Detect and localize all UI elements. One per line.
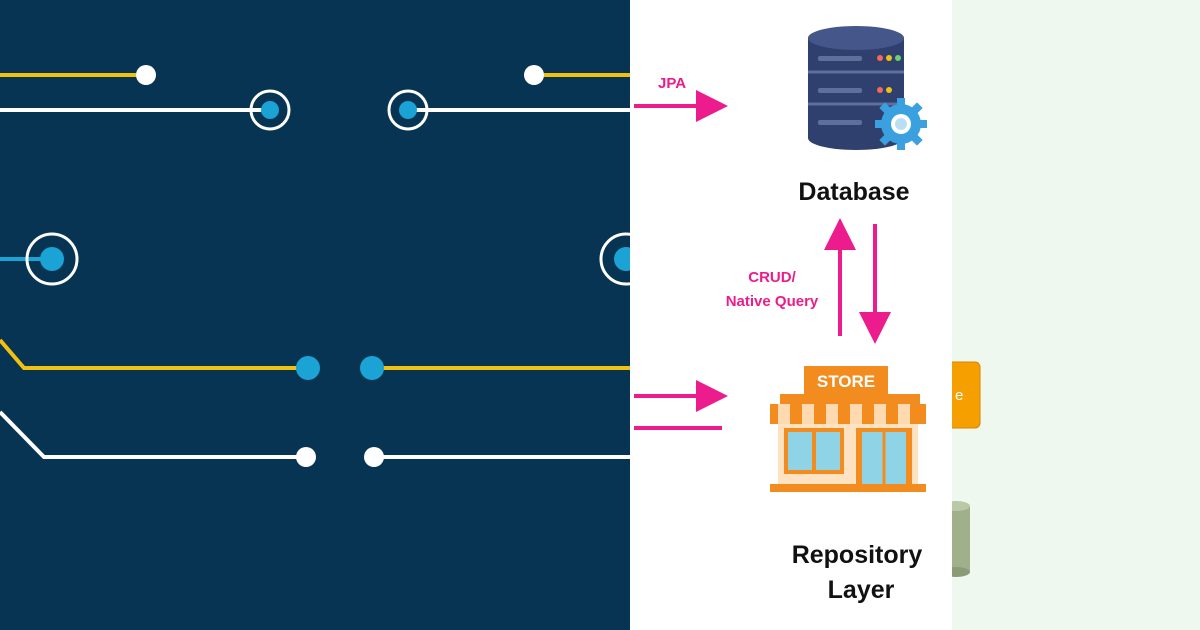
green-panel-graphic: e <box>952 361 981 577</box>
node-blue-2 <box>360 356 384 380</box>
node-white-3 <box>296 447 316 467</box>
store-sign-label: STORE <box>817 372 875 391</box>
ring-node-3 <box>25 232 79 286</box>
cropped-box-label: e <box>955 387 963 404</box>
database-label: Database <box>798 178 909 206</box>
awning <box>770 404 926 424</box>
circuit-panel <box>0 0 630 630</box>
ring-node-4 <box>599 232 630 286</box>
green-panel: e <box>952 0 1200 630</box>
crud-label-line2: Native Query <box>726 293 819 310</box>
ring-node-2 <box>387 89 429 131</box>
cropped-orange-box: e <box>952 361 981 429</box>
ring-node-1 <box>249 89 291 131</box>
gear-icon <box>875 98 927 150</box>
cylinder-icon <box>952 501 970 577</box>
diagram-panel: JPA Da <box>630 0 952 630</box>
trace-yellow-3 <box>0 338 308 370</box>
circuit-graphic <box>0 65 630 467</box>
diagram-graphic: JPA Da <box>634 26 927 604</box>
node-white-4 <box>364 447 384 467</box>
crud-label-line1: CRUD/ <box>748 269 796 286</box>
repository-label-line2: Layer <box>828 576 895 604</box>
node-white-2 <box>524 65 544 85</box>
store-icon: STORE <box>770 366 926 492</box>
repository-label-line1: Repository <box>792 541 923 569</box>
trace-white-3 <box>0 410 306 459</box>
jpa-label: JPA <box>658 75 686 92</box>
database-icon <box>808 26 904 150</box>
node-blue-1 <box>296 356 320 380</box>
node-white-1 <box>136 65 156 85</box>
